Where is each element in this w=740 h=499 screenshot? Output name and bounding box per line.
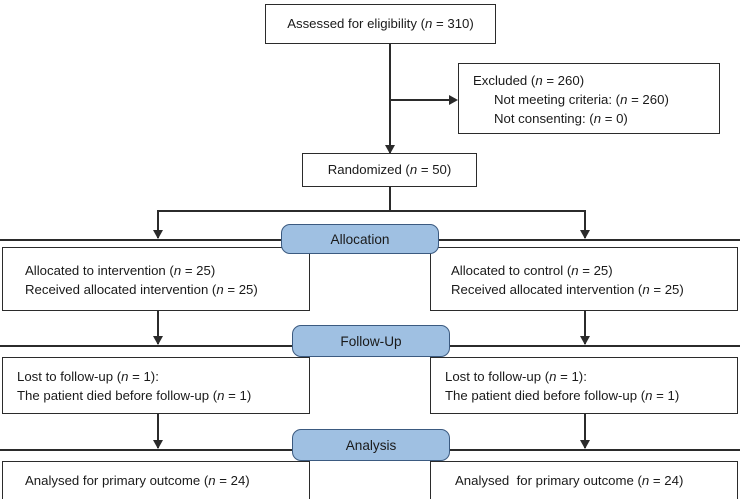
arrow-to-allocation-left: [153, 230, 163, 239]
allocation-left-line-1: Allocated to intervention (n = 25): [25, 263, 216, 278]
connector-alloc-left-to-followup: [157, 311, 159, 344]
arrow-to-allocation-right: [580, 230, 590, 239]
followup-left-line-2: The patient died before follow-up (n = 1…: [17, 388, 252, 403]
n-symbol: n: [645, 388, 653, 403]
arrow-to-analysis-right: [580, 440, 590, 449]
allocation-left-line-2: Received allocated intervention (n = 25): [25, 282, 258, 297]
node-randomized: Randomized (n = 50): [302, 153, 477, 187]
excluded-line-2: Not meeting criteria: (n = 260): [494, 92, 669, 107]
allocation-right-line-2: Received allocated intervention (n = 25): [451, 282, 684, 297]
stage-badge-allocation: Allocation: [281, 224, 439, 254]
stage-badge-followup: Follow-Up: [292, 325, 450, 357]
excluded-line-3: Not consenting: (n = 0): [494, 111, 628, 126]
connector-followup-left-to-analysis: [157, 414, 159, 448]
node-followup-control: Lost to follow-up (n = 1): The patient d…: [430, 357, 738, 414]
connector-split-right-drop: [584, 210, 586, 238]
stage-badge-followup-label: Follow-Up: [340, 333, 402, 349]
assessed-text: Assessed for eligibility (n = 310): [287, 15, 474, 31]
n-symbol: n: [216, 282, 224, 297]
stage-badge-allocation-label: Allocation: [330, 231, 390, 247]
n-symbol: n: [425, 15, 433, 31]
followup-right-line-2: The patient died before follow-up (n = 1…: [445, 388, 680, 403]
connector-followup-right-to-analysis: [584, 414, 586, 448]
connector-alloc-right-to-followup: [584, 311, 586, 344]
arrow-to-excluded: [449, 95, 458, 105]
connector-split-left-drop: [157, 210, 159, 238]
node-allocation-control: Allocated to control (n = 25) Received a…: [430, 247, 738, 311]
n-symbol: n: [121, 369, 129, 384]
connector-randomized-stem: [389, 187, 391, 211]
n-symbol: n: [549, 369, 557, 384]
n-symbol: n: [535, 73, 543, 88]
n-symbol: n: [208, 473, 216, 488]
connector-split-horizontal: [157, 210, 585, 212]
excluded-line-1: Excluded (n = 260): [473, 73, 585, 88]
node-analysis-intervention: Analysed for primary outcome (n = 24): [2, 461, 310, 499]
analysis-left-text: Analysed for primary outcome (n = 24): [25, 473, 250, 488]
arrow-to-followup-left: [153, 336, 163, 345]
connector-to-excluded: [389, 99, 449, 101]
n-symbol: n: [593, 111, 602, 126]
followup-right-line-1: Lost to follow-up (n = 1):: [445, 369, 587, 384]
n-symbol: n: [620, 92, 628, 107]
arrow-to-randomized: [385, 145, 395, 154]
followup-left-line-1: Lost to follow-up (n = 1):: [17, 369, 159, 384]
n-symbol: n: [642, 282, 650, 297]
n-symbol: n: [571, 263, 579, 278]
node-excluded: Excluded (n = 260) Not meeting criteria:…: [458, 63, 720, 134]
allocation-right-line-1: Allocated to control (n = 25): [451, 263, 613, 278]
n-symbol: n: [173, 263, 182, 278]
node-assessed-for-eligibility: Assessed for eligibility (n = 310): [265, 4, 496, 44]
node-analysis-control: Analysed for primary outcome (n = 24): [430, 461, 738, 499]
n-symbol: n: [641, 473, 650, 488]
node-allocation-intervention: Allocated to intervention (n = 25) Recei…: [2, 247, 310, 311]
n-symbol: n: [409, 161, 418, 177]
n-symbol: n: [217, 388, 225, 403]
arrow-to-analysis-left: [153, 440, 163, 449]
stage-badge-analysis: Analysis: [292, 429, 450, 461]
randomized-text: Randomized (n = 50): [327, 161, 452, 177]
arrow-to-followup-right: [580, 336, 590, 345]
stage-badge-analysis-label: Analysis: [345, 437, 397, 453]
connector-assessed-to-randomized: [389, 44, 391, 153]
node-followup-intervention: Lost to follow-up (n = 1): The patient d…: [2, 357, 310, 414]
analysis-right-text: Analysed for primary outcome (n = 24): [455, 473, 684, 488]
